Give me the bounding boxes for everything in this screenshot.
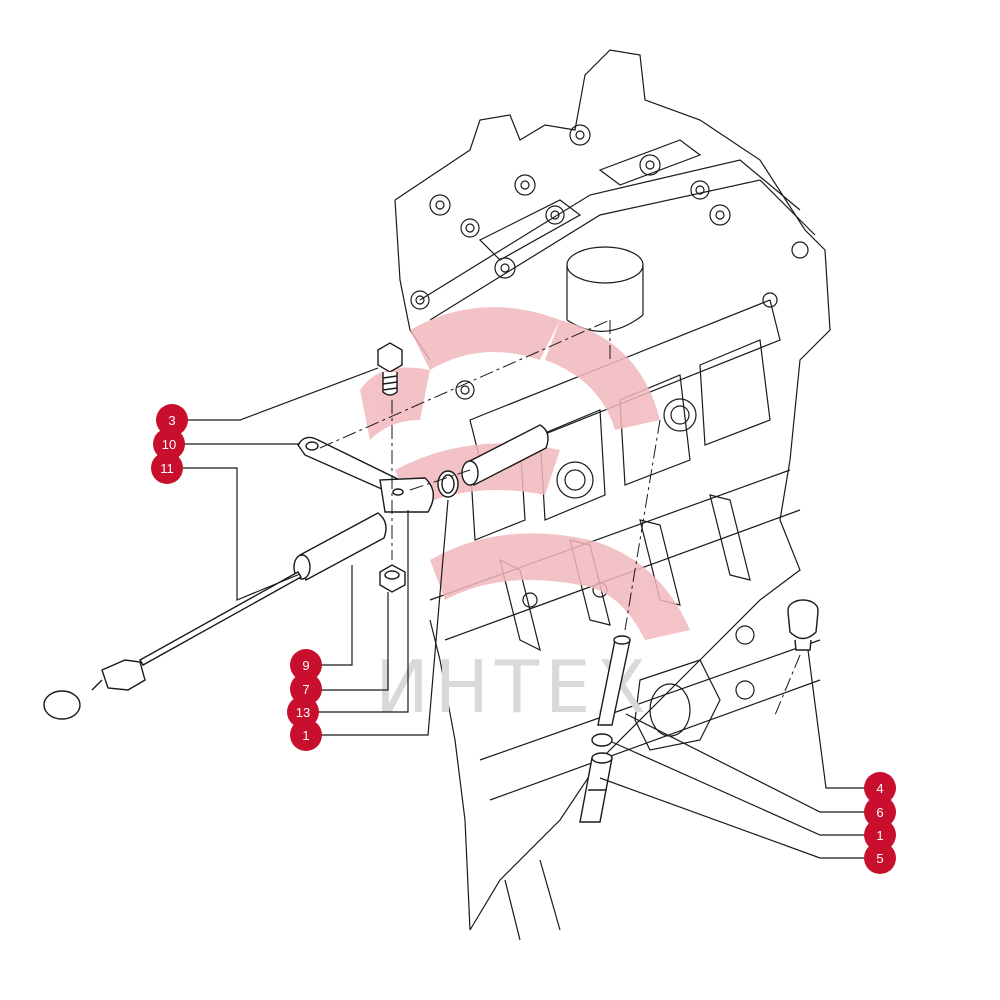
callout-1-left[interactable]: 1 — [290, 719, 322, 751]
callout-label: 9 — [302, 658, 309, 673]
callout-label: 10 — [162, 437, 176, 452]
callout-4[interactable]: 4 — [864, 772, 896, 804]
assembly-center-lines — [319, 319, 801, 716]
callout-label: 1 — [876, 828, 883, 843]
callout-label: 3 — [168, 413, 175, 428]
callout-label: 7 — [302, 682, 309, 697]
callout-1-right[interactable]: 1 — [864, 819, 896, 851]
exploded-parts — [43, 342, 819, 823]
plug-part — [787, 599, 819, 651]
callout-11[interactable]: 11 — [151, 452, 183, 484]
lower-tube-part — [293, 512, 387, 582]
sleeve-part — [579, 752, 613, 823]
callout-5[interactable]: 5 — [864, 842, 896, 874]
engine-block — [394, 49, 831, 941]
callout-label: 5 — [876, 851, 883, 866]
leader-lines — [183, 367, 866, 859]
callout-label: 13 — [296, 705, 310, 720]
callout-label: 11 — [160, 461, 174, 476]
callout-3[interactable]: 3 — [156, 404, 188, 436]
callout-label: 6 — [876, 805, 883, 820]
callout-6[interactable]: 6 — [864, 796, 896, 828]
right-tube-part — [597, 635, 631, 726]
upper-tube-part — [461, 424, 549, 487]
callout-label: 1 — [302, 728, 309, 743]
callout-10[interactable]: 10 — [153, 428, 185, 460]
bolt-part — [377, 342, 403, 396]
callout-9[interactable]: 9 — [290, 649, 322, 681]
callout-label: 4 — [876, 781, 883, 796]
nut-part — [379, 564, 406, 593]
bracket-part — [297, 436, 434, 513]
small-ring-part — [591, 733, 613, 747]
dipstick-part — [43, 571, 302, 720]
seal-ring-part — [437, 470, 459, 498]
